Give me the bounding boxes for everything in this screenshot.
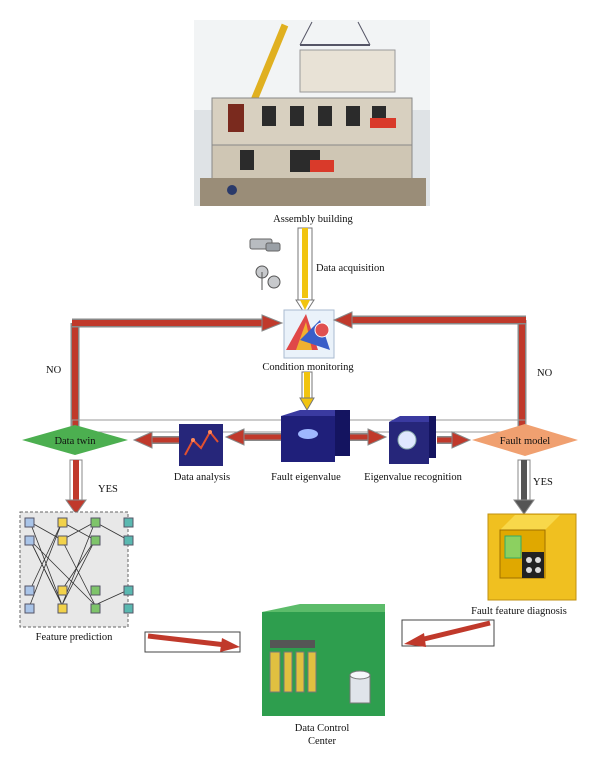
label-fault-model: Fault model — [500, 436, 551, 447]
arrow-data-acquisition — [295, 227, 315, 315]
arrow-yes-left — [65, 459, 87, 515]
label-yes-left: YES — [98, 484, 118, 495]
label-data-analysis: Data analysis — [174, 472, 230, 483]
label-yes-right: YES — [533, 477, 553, 488]
data-control-center-board — [262, 604, 385, 716]
arrow-monitoring-to-eigenvalue — [299, 371, 315, 411]
label-no-left: NO — [46, 365, 62, 376]
label-no-right: NO — [537, 368, 553, 379]
loop-right-no — [332, 311, 527, 432]
label-feature-prediction: Feature prediction — [36, 632, 113, 643]
fault-feature-diagnosis-icon — [487, 513, 577, 601]
label-condition-monitoring: Condition monitoring — [262, 362, 354, 373]
arrow-eigenvalue-to-analysis — [224, 428, 281, 446]
arrow-eigenvalue-to-recognition — [350, 428, 388, 446]
arrow-recognition-to-faultmodel — [437, 431, 472, 449]
fault-eigenvalue-icon — [281, 410, 350, 462]
assembly-building-photo — [194, 20, 430, 206]
label-data-control-line1: Data Control — [295, 723, 350, 734]
label-data-acquisition: Data acquisition — [316, 263, 385, 274]
label-fault-feature-diagnosis: Fault feature diagnosis — [471, 606, 567, 617]
data-twin-diamond — [22, 425, 128, 455]
label-assembly-building: Assembly building — [273, 214, 353, 225]
condition-monitoring-icon — [283, 309, 335, 359]
fault-model-diamond — [472, 424, 578, 456]
arrow-analysis-to-datatwin — [132, 431, 179, 449]
loop-left-no — [70, 314, 284, 435]
arrow-yes-right — [513, 459, 535, 515]
label-data-twin: Data twin — [54, 436, 96, 447]
data-analysis-icon — [179, 424, 223, 466]
arrow-prediction-to-control — [144, 631, 241, 653]
label-fault-eigenvalue: Fault eigenvalue — [271, 472, 341, 483]
label-data-control-line2: Center — [308, 736, 336, 747]
eigenvalue-recognition-icon — [389, 416, 436, 464]
sensor-icons — [249, 238, 281, 290]
label-eigenvalue-recognition: Eigenvalue recognition — [364, 472, 462, 483]
feature-prediction-network — [19, 511, 134, 628]
arrow-diagnosis-to-control — [401, 619, 495, 647]
